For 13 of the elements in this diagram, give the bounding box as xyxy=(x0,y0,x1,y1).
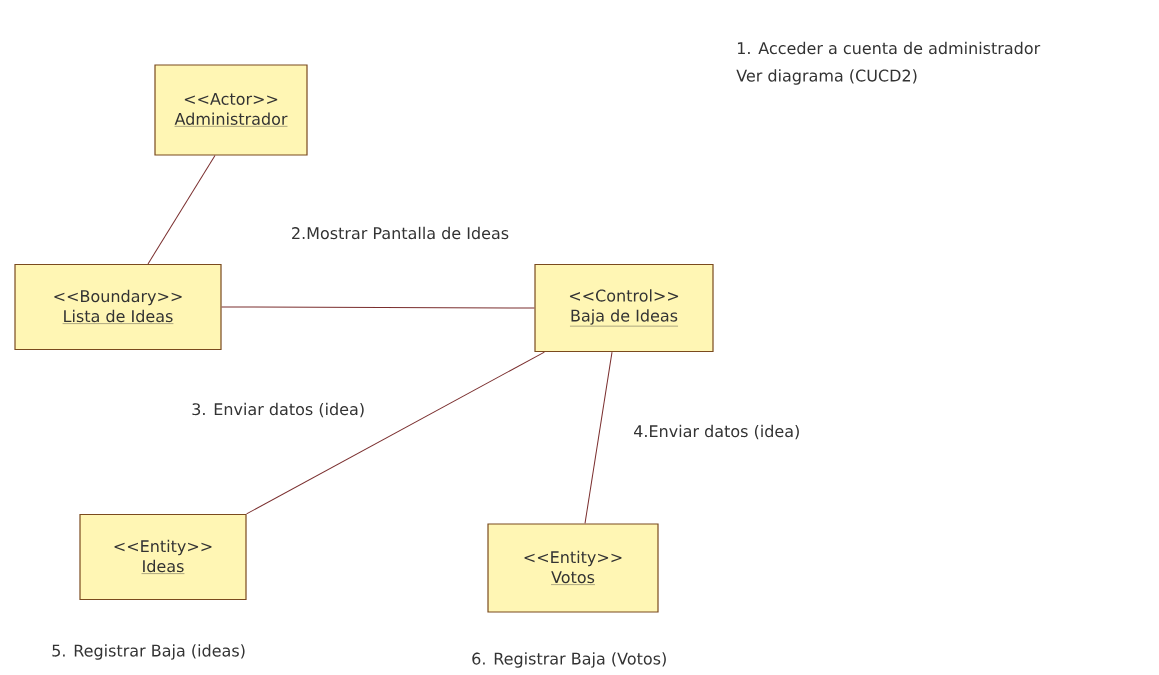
connector-line xyxy=(147,155,216,265)
connector-line xyxy=(221,306,535,309)
note-text: Ver diagrama (CUCD2) xyxy=(736,69,917,85)
class-box: <<Entity>> Ideas xyxy=(79,513,247,601)
note-text: 1. Acceder a cuenta de administrador xyxy=(737,41,1041,55)
class-box: <<Control>> Baja de Ideas xyxy=(534,263,714,353)
class-box: <<Entity>> Votos xyxy=(487,523,659,613)
class-box: <<Actor>> Administrador xyxy=(154,64,308,156)
class-box: <<Boundary>> Lista de Ideas xyxy=(14,263,222,351)
connector-line xyxy=(246,351,545,515)
note-text: 6. Registrar Baja (Votos) xyxy=(472,652,666,668)
note-text: 5. Registrar Baja (ideas) xyxy=(52,644,245,660)
connector-line xyxy=(584,351,613,524)
